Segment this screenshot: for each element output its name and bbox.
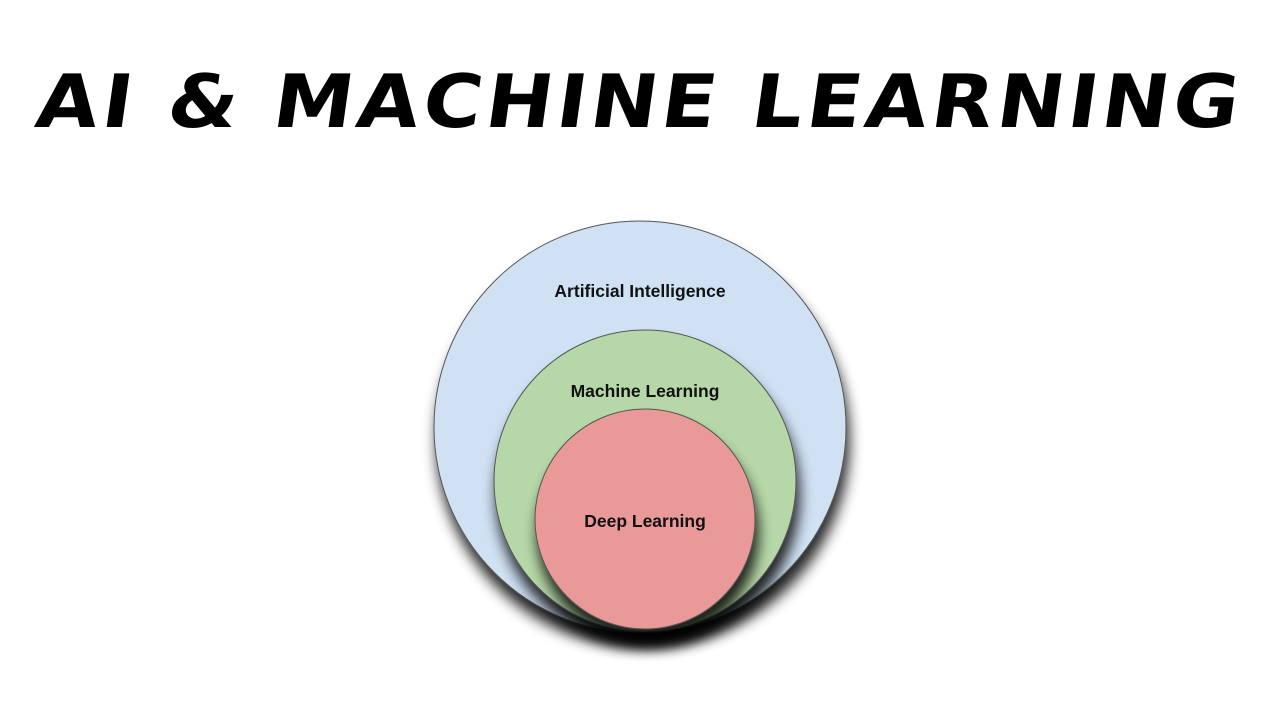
dl-circle xyxy=(534,408,756,630)
ai-label: Artificial Intelligence xyxy=(554,281,725,301)
dl-label: Deep Learning xyxy=(584,511,706,531)
ml-label: Machine Learning xyxy=(571,381,720,401)
